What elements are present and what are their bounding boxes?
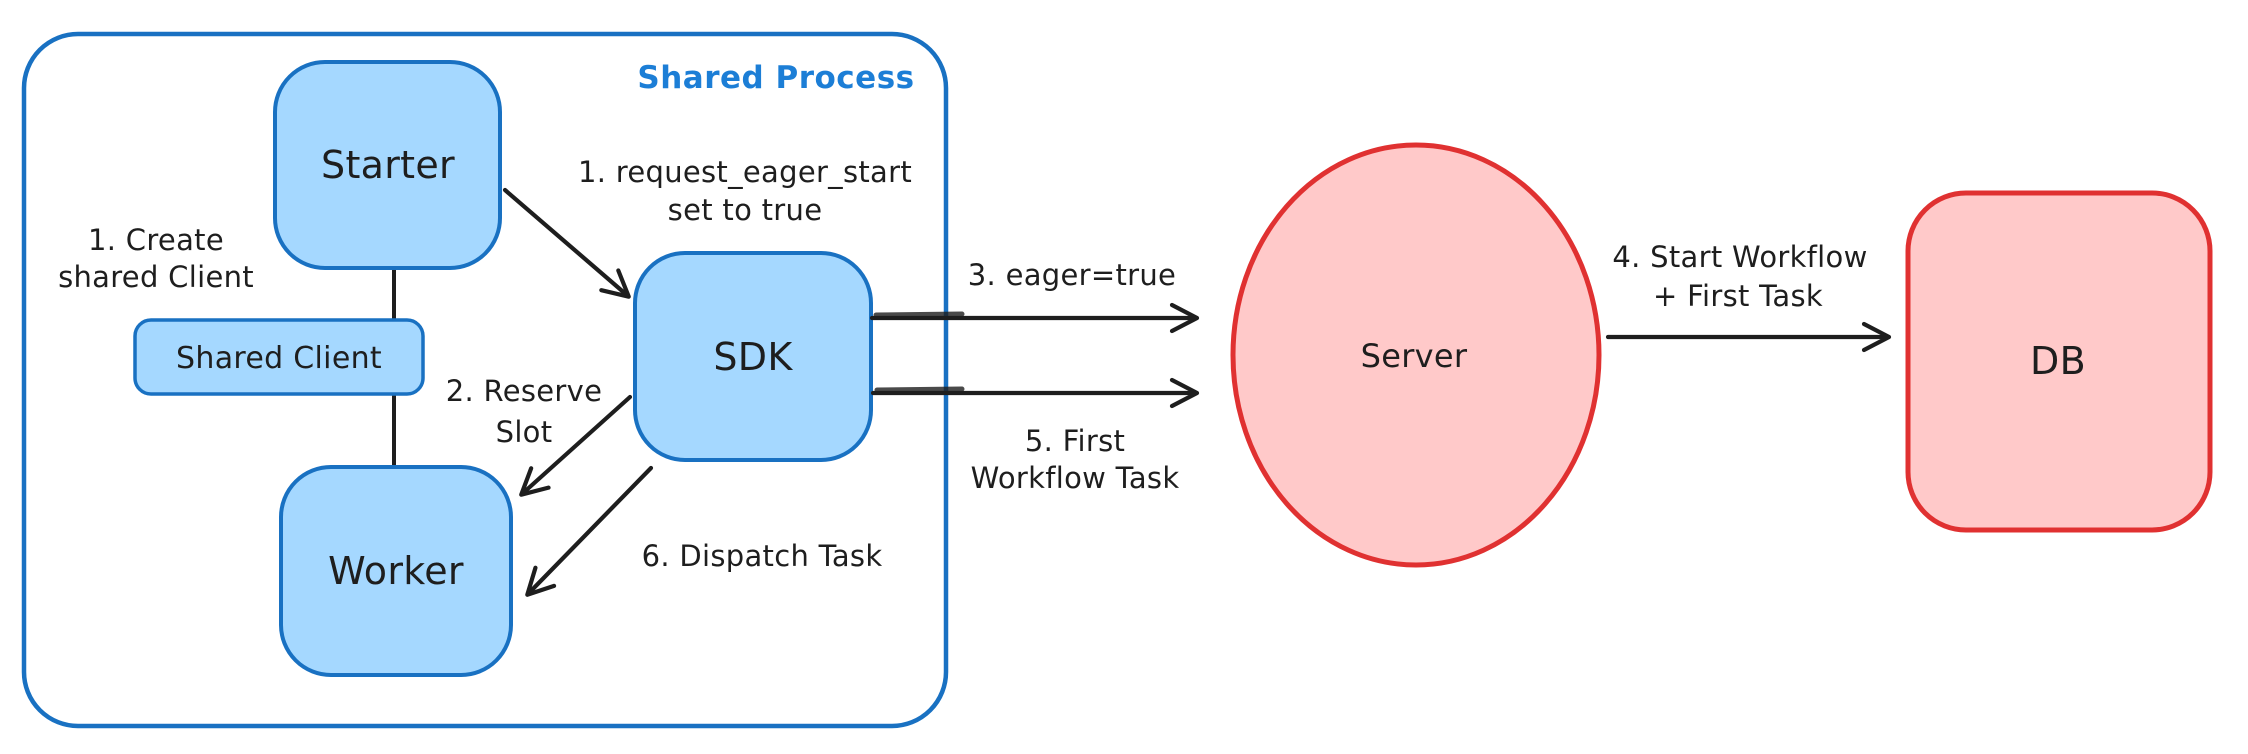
annotation-step3: 3. eager=true — [968, 258, 1176, 292]
server-label: Server — [1361, 337, 1468, 375]
annotation-step1-create: 1. Create shared Client — [58, 223, 254, 294]
db-label: DB — [2030, 339, 2086, 383]
annotation-step1-request-line1: 1. request_eager_start — [578, 155, 912, 189]
sdk-box — [633, 251, 873, 462]
server-circle — [1230, 142, 1602, 568]
annotation-step4-line1: 4. Start Workflow — [1612, 240, 1867, 274]
sdk-label: SDK — [713, 335, 793, 379]
node-db: DB — [1905, 190, 2213, 533]
annotation-step4-line2: + First Task — [1653, 279, 1823, 313]
worker-label: Worker — [328, 549, 464, 593]
starter-label: Starter — [321, 143, 455, 187]
node-shared-client: Shared Client — [133, 318, 425, 396]
pen-overdraw-bottom — [874, 386, 965, 393]
annotation-step1-create-line1: 1. Create — [88, 223, 224, 257]
node-worker: Worker — [279, 465, 513, 677]
annotation-step1-create-line2: shared Client — [58, 260, 254, 294]
annotation-step5: 5. First Workflow Task — [971, 424, 1180, 495]
pen-overdraw-top — [873, 311, 965, 318]
annotation-step1-request-line2: set to true — [668, 193, 823, 227]
arrow-sdk-to-worker-dispatch — [525, 465, 654, 597]
annotation-step6: 6. Dispatch Task — [642, 539, 883, 573]
shared-process-label: Shared Process — [637, 60, 914, 96]
annotation-step5-line1: 5. First — [1025, 424, 1125, 458]
node-server: Server — [1230, 142, 1602, 568]
db-box — [1905, 190, 2213, 533]
arrow-sdk-to-worker-reserve — [519, 394, 633, 497]
shared-process-frame: Shared Process — [21, 31, 949, 729]
annotation-step2: 2. Reserve Slot — [446, 374, 602, 449]
node-starter: Starter — [273, 60, 502, 270]
annotation-step2-line1: 2. Reserve — [446, 374, 602, 408]
shared-process-border — [21, 31, 949, 729]
node-sdk: SDK — [633, 251, 873, 462]
annotation-step2-line2: Slot — [496, 415, 553, 449]
shared-client-label: Shared Client — [176, 341, 382, 376]
arrow-starter-to-sdk — [502, 187, 631, 299]
annotation-step5-line2: Workflow Task — [971, 461, 1180, 495]
annotation-step1-request: 1. request_eager_start set to true — [578, 155, 912, 227]
annotation-step4: 4. Start Workflow + First Task — [1612, 240, 1867, 313]
shared-client-box — [133, 318, 425, 396]
starter-box — [273, 60, 502, 270]
worker-box — [279, 465, 513, 677]
